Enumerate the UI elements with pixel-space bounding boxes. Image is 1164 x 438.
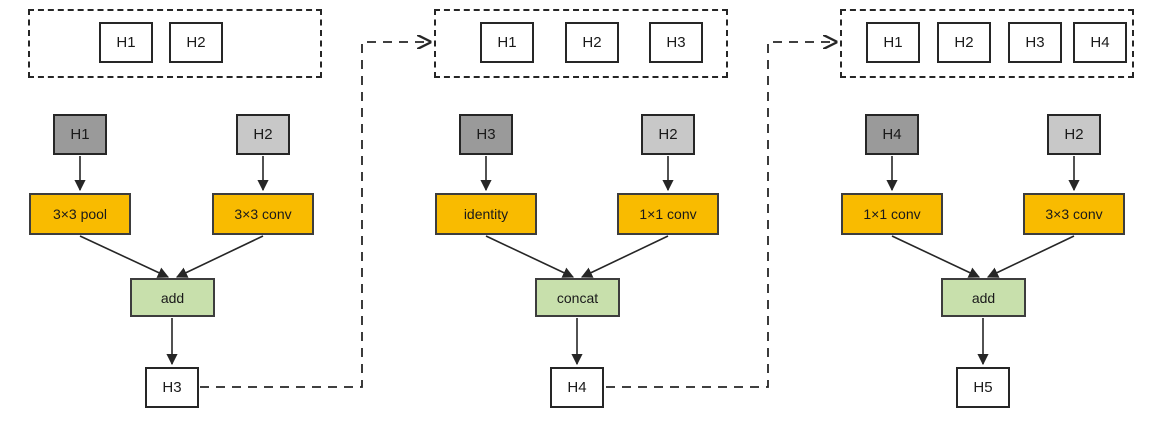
output-node[interactable]: H3 (145, 367, 199, 408)
input-node-right[interactable]: H2 (641, 114, 695, 155)
input-node-left[interactable]: H4 (865, 114, 919, 155)
edge-identity-to-concat (485, 235, 575, 278)
combine-node[interactable]: add (130, 278, 215, 317)
state-pool-item[interactable]: H1 (480, 22, 534, 63)
feedback-connector-h3 (200, 42, 430, 388)
combine-node[interactable]: concat (535, 278, 620, 317)
edge-conv1x1-to-add (891, 235, 981, 278)
state-pool-item[interactable]: H2 (937, 22, 991, 63)
input-node-left[interactable]: H1 (53, 114, 107, 155)
input-node-right[interactable]: H2 (1047, 114, 1101, 155)
operation-node-right[interactable]: 1×1 conv (617, 193, 719, 235)
state-pool-step-3 (840, 9, 1134, 78)
input-node-right[interactable]: H2 (236, 114, 290, 155)
output-node[interactable]: H5 (956, 367, 1010, 408)
output-node[interactable]: H4 (550, 367, 604, 408)
feedback-connector-h4 (606, 42, 836, 388)
state-pool-step-2 (434, 9, 728, 78)
state-pool-item[interactable]: H1 (866, 22, 920, 63)
edge-conv1x1-to-concat (580, 235, 669, 278)
step-3-edges (886, 156, 1080, 366)
state-pool-step-1 (28, 9, 322, 78)
input-node-left[interactable]: H3 (459, 114, 513, 155)
state-pool-item[interactable]: H4 (1073, 22, 1127, 63)
state-pool-item[interactable]: H2 (565, 22, 619, 63)
step-1-edges (74, 156, 269, 366)
state-pool-item[interactable]: H1 (99, 22, 153, 63)
state-pool-item[interactable]: H3 (1008, 22, 1062, 63)
edge-pool-to-add (79, 235, 170, 278)
state-pool-item[interactable]: H3 (649, 22, 703, 63)
edge-conv3x3-to-add (986, 235, 1075, 278)
step-2-edges (480, 156, 674, 366)
combine-node[interactable]: add (941, 278, 1026, 317)
operation-node-left[interactable]: identity (435, 193, 537, 235)
operation-node-left[interactable]: 1×1 conv (841, 193, 943, 235)
state-pool-item[interactable]: H2 (169, 22, 223, 63)
operation-node-right[interactable]: 3×3 conv (212, 193, 314, 235)
operation-node-left[interactable]: 3×3 pool (29, 193, 131, 235)
edge-conv-to-add (175, 235, 264, 278)
operation-node-right[interactable]: 3×3 conv (1023, 193, 1125, 235)
